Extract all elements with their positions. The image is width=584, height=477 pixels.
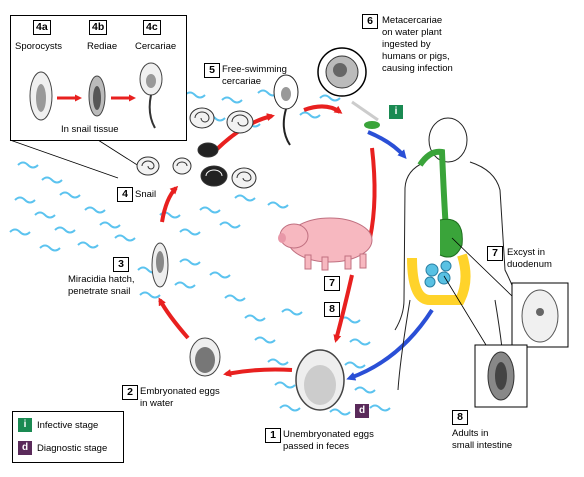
step-8-number: 8 bbox=[452, 410, 468, 425]
legend-infective-label: Infective stage bbox=[37, 420, 99, 431]
ingestion-arrow bbox=[367, 130, 407, 160]
excyst-label-1: Excyst in bbox=[507, 247, 546, 258]
step-4b-number: 4b bbox=[89, 20, 108, 35]
adults-label-1: Adults in bbox=[452, 428, 489, 439]
diagnostic-stage-badge: d bbox=[355, 404, 369, 418]
feces-arrow bbox=[346, 308, 434, 381]
snail-1 bbox=[189, 107, 215, 129]
snail-4 bbox=[172, 157, 192, 175]
step-8-pig-number: 8 bbox=[324, 302, 340, 317]
snail-tissue-inset: 4a 4b 4c Sporocysts Rediae Cercariae In … bbox=[10, 15, 187, 141]
unembryonated-egg-image bbox=[295, 349, 345, 411]
metacercaria-image bbox=[317, 47, 367, 97]
cercariae-free-label-1: Free-swimming bbox=[222, 64, 287, 75]
excyst-label-2: duodenum bbox=[507, 259, 552, 270]
step-7-pig-number: 7 bbox=[324, 276, 340, 291]
legend-diagnostic-badge: d bbox=[18, 441, 32, 455]
embryonated-label-2: in water bbox=[140, 398, 174, 409]
cercariae-free-label-2: cercariae bbox=[222, 76, 262, 87]
miracidia-label-2: penetrate snail bbox=[68, 286, 131, 297]
rediae-label: Rediae bbox=[87, 41, 118, 52]
miracidia-label-1: Miracidia hatch, bbox=[68, 274, 135, 285]
legend: i Infective stage d Diagnostic stage bbox=[12, 411, 124, 463]
metacercariae-label-3: ingested by bbox=[382, 39, 431, 50]
snail-tissue-caption: In snail tissue bbox=[61, 124, 119, 135]
adult-image bbox=[474, 344, 528, 408]
water-plant-icon bbox=[351, 100, 380, 129]
leader-excyst bbox=[451, 237, 513, 297]
cercariae-label: Cercariae bbox=[135, 41, 177, 52]
snail-6 bbox=[231, 167, 257, 189]
unembryonated-label-1: Unembryonated eggs bbox=[283, 429, 374, 440]
metacercariae-label-4: humans or pigs, bbox=[382, 51, 450, 62]
inset-connector-left bbox=[9, 139, 119, 179]
snails bbox=[136, 107, 257, 189]
metacercariae-label-2: on water plant bbox=[382, 27, 442, 38]
legend-infective-badge: i bbox=[18, 418, 32, 432]
metacercariae-label-1: Metacercariae bbox=[382, 15, 443, 26]
leader-adult bbox=[443, 275, 487, 346]
step-1-number: 1 bbox=[265, 428, 281, 443]
inset-connector-right bbox=[97, 139, 143, 169]
snail-3 bbox=[136, 156, 160, 176]
snail-2 bbox=[226, 110, 254, 134]
infective-stage-badge: i bbox=[389, 105, 403, 119]
snail-7 bbox=[197, 142, 219, 158]
step-7-number: 7 bbox=[487, 246, 503, 261]
excyst-image bbox=[511, 282, 569, 348]
pig-image bbox=[278, 217, 373, 271]
step-4c-number: 4c bbox=[143, 20, 161, 35]
digestive-tract bbox=[407, 148, 471, 305]
cercaria-free bbox=[273, 74, 299, 146]
metacercariae-label-5: causing infection bbox=[382, 63, 453, 74]
snail-tissue-stages bbox=[29, 62, 163, 129]
adults-label-2: small intestine bbox=[452, 440, 513, 451]
unembryonated-label-2: passed in feces bbox=[283, 441, 350, 452]
embryonated-label-1: Embryonated eggs bbox=[140, 386, 220, 397]
snail-5 bbox=[200, 165, 228, 187]
step-6-number: 6 bbox=[362, 14, 378, 29]
step-4-number: 4 bbox=[117, 187, 133, 202]
step-5-number: 5 bbox=[204, 63, 220, 78]
step-2-number: 2 bbox=[122, 385, 138, 400]
legend-diagnostic-label: Diagnostic stage bbox=[37, 443, 108, 454]
sporocysts-label: Sporocysts bbox=[15, 41, 62, 52]
embryonated-egg-image bbox=[189, 337, 221, 377]
step-4a-number: 4a bbox=[33, 20, 51, 35]
miracidium-image bbox=[151, 242, 169, 288]
snail-label: Snail bbox=[135, 189, 157, 200]
step-3-number: 3 bbox=[113, 257, 129, 272]
